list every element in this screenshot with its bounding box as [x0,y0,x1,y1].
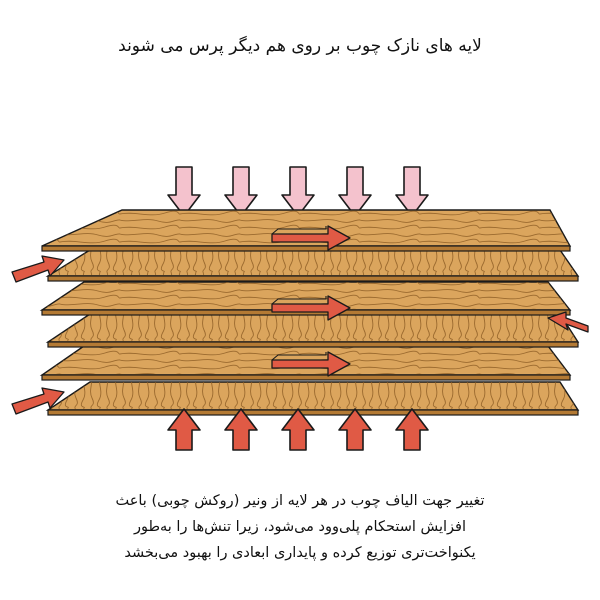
veneer-layer-1 [41,209,572,252]
grain-direction-arrow-icon [271,225,351,251]
caption-line-1: تغییر جهت الیاف چوب در هر لایه از ونیر (… [115,493,485,509]
top-press-arrows [167,166,429,217]
press-down-arrow-icon [281,166,315,217]
veneer-layer-2 [45,249,580,282]
press-down-arrow-icon [167,166,201,217]
press-down-arrow-icon [338,166,372,217]
press-up-arrow-icon [167,408,201,451]
grain-direction-arrow-icon [271,295,351,321]
press-up-arrow-icon [281,408,315,451]
press-up-arrow-icon [395,408,429,451]
diagram-caption: تغییر جهت الیاف چوب در هر لایه از ونیر (… [60,488,540,566]
grain-direction-arrow-icon [547,311,589,333]
grain-direction-arrow-icon [271,351,351,377]
caption-line-3: یکنواخت‌تری توزیع کرده و پایداری ابعادی … [124,545,476,561]
veneer-layer-4 [45,313,580,348]
veneer-layers [39,209,580,416]
press-up-arrow-icon [338,408,372,451]
veneer-layer-6 [45,381,580,416]
bottom-press-arrows [167,408,429,451]
grain-direction-arrow-icon [11,255,65,283]
press-down-arrow-icon [224,166,258,217]
press-down-arrow-icon [395,166,429,217]
grain-direction-arrows [11,225,589,415]
grain-direction-arrow-icon [11,387,65,415]
press-up-arrow-icon [224,408,258,451]
caption-line-2: افزایش استحکام پلی‌وود می‌شود، زیرا تنش‌… [133,519,466,535]
diagram-title: لایه های نازک چوب بر روی هم دیگر پرس می … [118,36,482,56]
